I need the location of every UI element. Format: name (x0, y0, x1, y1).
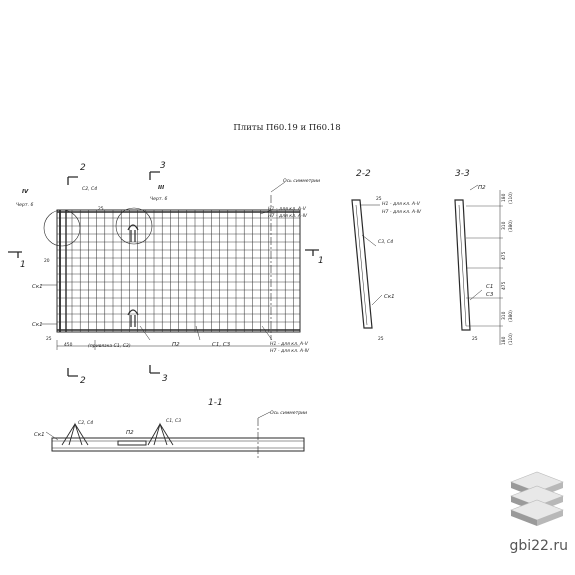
s22-c3c4-label: С3, С4 (378, 239, 393, 245)
sk1-label-b: Ск1 (32, 322, 43, 328)
s33-c3-label: С3 (486, 292, 494, 298)
s22-dim-25: 25 (376, 196, 382, 202)
s33-dim-380b: (380) (508, 310, 514, 322)
s33-dim-180b: 180 (501, 336, 507, 345)
cut-label-3-bottom: 3 (162, 374, 168, 384)
s11-c1c3-label: С1, С3 (166, 418, 181, 424)
s22-n7-label: Н7 - для кл. А-Ⅳ (382, 209, 422, 215)
s33-dim-475b: 475 (501, 281, 507, 290)
cut-label-2-bottom: 2 (80, 376, 86, 386)
section-1-1-title: 1-1 (208, 398, 223, 408)
s11-sk1-label: Ск1 (34, 432, 45, 438)
s22-n1-label: Н1 - для кл. А-Ⅴ (382, 201, 421, 207)
s33-dim-110b: (110) (508, 333, 514, 345)
detail-circle-iv (43, 209, 81, 247)
section-markers (8, 171, 319, 377)
n1-top-label: Н1 - для кл. А-Ⅴ (268, 206, 307, 212)
dim-20: 20 (44, 258, 50, 264)
s33-dim-310b: 310 (501, 311, 507, 320)
node-iv-ref: Черт. 6 (16, 202, 33, 208)
privyazka-label: (привязка С1, С3) (88, 343, 131, 349)
cut-label-3-top: 3 (160, 161, 166, 171)
dim-25-bottom: 25 (46, 336, 52, 342)
section-3-3 (454, 184, 503, 345)
s33-p2-label: П2 (478, 185, 486, 191)
s33-dim-25: 25 (472, 336, 478, 342)
plan-transverse-bars (71, 210, 294, 332)
c1c3-label: С1, С3 (212, 342, 231, 348)
lifting-loop (127, 224, 139, 327)
s33-dim-310: 310 (501, 221, 507, 230)
section-2-2-title: 2-2 (356, 169, 371, 179)
detail-circle-iii (115, 207, 153, 245)
watermark-text: gbi22.ru (509, 538, 568, 554)
drawing-title: Плиты П60.19 и П60.18 (233, 123, 340, 133)
axis-sym-label: Ось симметрии (283, 178, 320, 184)
dim-25-top: 25 (98, 206, 104, 212)
s33-dim-110: (110) (508, 192, 514, 204)
s33-dim-475a: 475 (501, 251, 507, 260)
s11-c2c4-label: С2, С4 (78, 420, 93, 426)
s33-dim-380: (380) (508, 220, 514, 232)
n7-top-label: Н7 - для кл. А-Ⅳ (268, 213, 308, 219)
s33-dim-180: 180 (501, 193, 507, 202)
node-iv-label: IV (22, 189, 29, 195)
cut-label-1-left: 1 (20, 260, 26, 270)
dim-450: 450 (64, 342, 73, 348)
sk1-label-a: Ск1 (32, 284, 43, 290)
s11-axis-sym-label: Ось симметрии (270, 410, 307, 416)
p2-label: П2 (172, 342, 180, 348)
section-1-1 (45, 411, 305, 460)
cut-label-1-right: 1 (318, 256, 324, 266)
node-iii-ref: Черт. 6 (150, 196, 167, 202)
s11-p2-label: П2 (126, 430, 134, 436)
stacked-slabs-icon (510, 471, 564, 526)
n7-bottom-label: Н7 - для кл. А-Ⅳ (270, 348, 310, 354)
plan-view (8, 171, 319, 377)
cut-label-2-top: 2 (80, 163, 86, 173)
c2c4-label: С2, С4 (82, 186, 97, 192)
n1-bottom-label: Н1 - для кл. А-Ⅴ (270, 341, 309, 347)
section-3-3-title: 3-3 (455, 169, 470, 179)
s33-c1-label: С1 (486, 284, 493, 290)
s22-sk1-label: Ск1 (384, 294, 395, 300)
section-2-2 (351, 199, 383, 329)
s22-dim-25b: 25 (378, 336, 384, 342)
node-iii-label: III (158, 185, 164, 191)
